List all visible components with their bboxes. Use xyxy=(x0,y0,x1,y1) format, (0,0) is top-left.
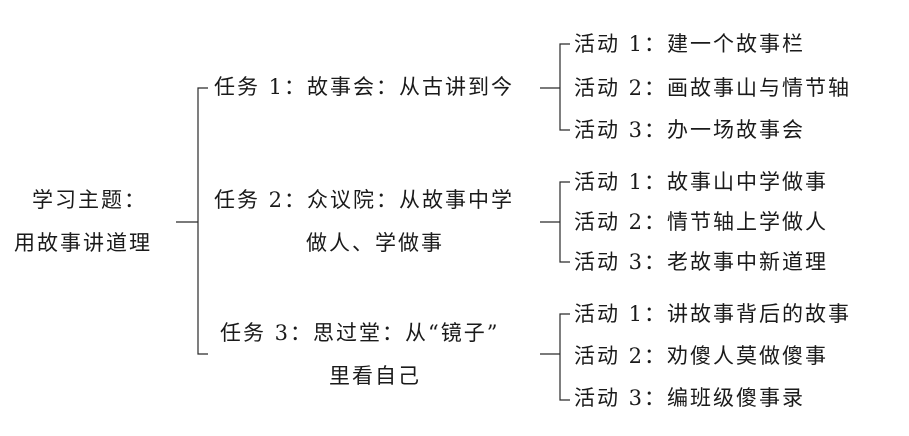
task2-label-line2: 做人、学做事 xyxy=(306,231,444,255)
task2-bracket xyxy=(559,181,570,263)
task1-bracket xyxy=(559,43,570,131)
main-bracket xyxy=(197,87,208,355)
task1-label: 任务 1：故事会：从古讲到今 xyxy=(214,75,515,99)
task3-label-line2: 里看自己 xyxy=(329,364,421,388)
root-title-line2: 用故事讲道理 xyxy=(14,231,152,255)
task1-activity-2: 活动 2：画故事山与情节轴 xyxy=(574,76,852,100)
task2-activity-3: 活动 3：老故事中新道理 xyxy=(574,250,829,274)
task2-activity-1: 活动 1：故事山中学做事 xyxy=(574,170,829,194)
root-title-line1: 学习主题： xyxy=(32,188,147,212)
task3-activity-1: 活动 1：讲故事背后的故事 xyxy=(574,302,852,326)
task3-activity-3: 活动 3：编班级傻事录 xyxy=(574,386,806,410)
task1-activity-1: 活动 1：建一个故事栏 xyxy=(574,32,806,56)
task3-label-line1: 任务 3：思过堂：从“镜子” xyxy=(220,321,500,345)
task2-activity-2: 活动 2：情节轴上学做人 xyxy=(574,210,829,234)
task3-activity-2: 活动 2：劝傻人莫做傻事 xyxy=(574,344,829,368)
task2-label-line1: 任务 2：众议院：从故事中学 xyxy=(214,188,515,212)
task3-bracket xyxy=(559,313,570,401)
task1-activity-3: 活动 3：办一场故事会 xyxy=(574,118,806,142)
